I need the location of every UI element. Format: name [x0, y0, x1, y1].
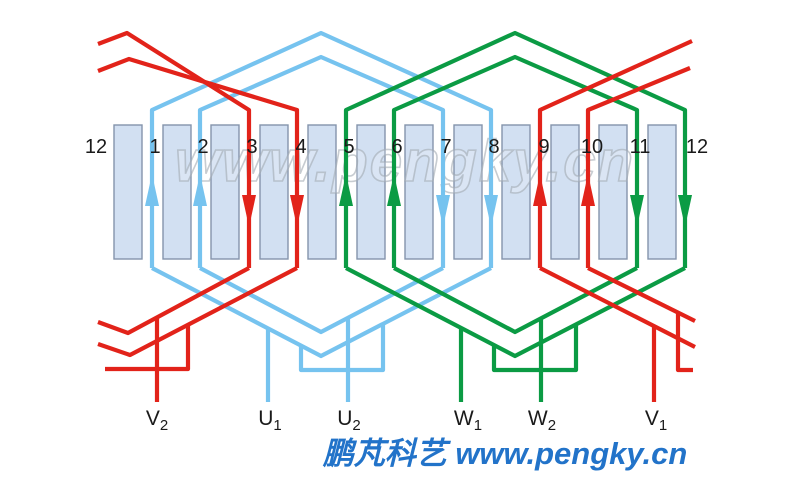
current-arrow-up [339, 174, 353, 206]
coil-end-turn-bottom-wrap [587, 266, 696, 323]
phase-w-winding [339, 30, 692, 402]
coil-end-turn-top-wrap [585, 66, 691, 268]
terminal-sub: 1 [273, 417, 281, 434]
stator-tooth [647, 124, 677, 260]
slot-number-label: 10 [581, 136, 603, 158]
terminal-label-w2: W2 [528, 407, 556, 434]
slot-number-label: 6 [391, 136, 402, 158]
slot-number-labels: 12 1 2 3 4 5 6 7 8 9 10 11 12 [85, 136, 708, 158]
slot-number-label: 12 [686, 136, 708, 158]
terminal-sub: 2 [352, 417, 360, 434]
terminal-base: W [528, 407, 548, 430]
terminal-label-u1: U1 [258, 407, 282, 434]
terminal-label-v1: V1 [645, 407, 667, 434]
current-arrow-up [581, 174, 595, 206]
stator-tooth [113, 124, 143, 260]
current-arrow-down [484, 195, 498, 227]
terminal-label-v2: V2 [146, 407, 168, 434]
terminal-base: W [454, 407, 474, 430]
terminal-sub: 1 [474, 417, 482, 434]
coil-jumper [298, 324, 386, 373]
terminal-label-u2: U2 [337, 407, 361, 434]
current-arrow-down [436, 195, 450, 227]
stator-tooth [453, 124, 483, 260]
watermark-text: www.pengky.cn [175, 129, 635, 194]
coil-end-turn-bottom-wrap [97, 266, 298, 358]
coil-end-turn-bottom-wrap [539, 266, 696, 349]
phase-u-arrows [145, 174, 498, 227]
coil-jumper [491, 324, 579, 373]
coil-end-turn-top-wrap [97, 30, 252, 268]
phase-w-arrows [339, 174, 692, 227]
current-arrow-down [678, 195, 692, 227]
stator-tooth [210, 124, 240, 260]
coil-end-turn-top [149, 30, 494, 268]
terminal-label-w1: W1 [454, 407, 482, 434]
slot-number-label: 9 [538, 136, 549, 158]
coil-end-turn-top [197, 54, 446, 268]
coil-end-turn-bottom [393, 266, 638, 335]
coil-end-turn-bottom [151, 266, 492, 359]
stator-tooth [404, 124, 434, 260]
current-arrow-up [533, 174, 547, 206]
stator-tooth [307, 124, 337, 260]
slot-number-label: 7 [440, 136, 451, 158]
slot-number-label: 11 [630, 136, 651, 158]
stator-tooth [162, 124, 192, 260]
coil-end-turn-bottom [345, 266, 686, 359]
coil-jumper [105, 325, 191, 372]
coil-end-turn-bottom [199, 266, 444, 335]
coil-end-turn-top [391, 54, 640, 268]
slot-number-label: 4 [295, 136, 306, 158]
slot-number-label: 12 [85, 136, 107, 158]
stator-teeth [113, 124, 677, 260]
site-footer-text: 鹏芃科艺 www.pengky.cn [322, 436, 688, 471]
coil-end-turn-top-wrap [537, 39, 693, 268]
current-arrow-up [145, 174, 159, 206]
coil-end-turn-bottom-wrap [97, 266, 250, 336]
stator-tooth [259, 124, 289, 260]
stator-tooth [598, 124, 628, 260]
coil-jumper [675, 313, 693, 373]
coil-end-turn-top-wrap [97, 56, 300, 268]
slot-number-label: 1 [149, 136, 160, 158]
slot-number-label: 2 [197, 136, 208, 158]
terminal-base: V [645, 407, 659, 430]
terminal-labels: V2 U1 U2 W1 W2 V1 [146, 407, 667, 434]
current-arrow-up [387, 174, 401, 206]
stator-tooth [550, 124, 580, 260]
terminal-base: V [146, 407, 160, 430]
terminal-sub: 1 [659, 417, 667, 434]
current-arrow-down [242, 195, 256, 227]
slot-number-label: 3 [246, 136, 257, 158]
stator-tooth [356, 124, 386, 260]
terminal-base: U [337, 407, 352, 430]
current-arrow-up [193, 174, 207, 206]
coil-end-turn-top [343, 30, 688, 268]
current-arrow-down [290, 195, 304, 227]
phase-v-winding [97, 30, 696, 402]
slot-number-label: 8 [488, 136, 499, 158]
current-arrow-down [630, 195, 644, 227]
slot-number-label: 5 [343, 136, 354, 158]
stator-tooth [501, 124, 531, 260]
phase-u-winding [145, 30, 498, 402]
terminal-base: U [258, 407, 273, 430]
terminal-sub: 2 [548, 417, 556, 434]
phase-v-arrows [242, 174, 595, 227]
terminal-sub: 2 [160, 417, 168, 434]
